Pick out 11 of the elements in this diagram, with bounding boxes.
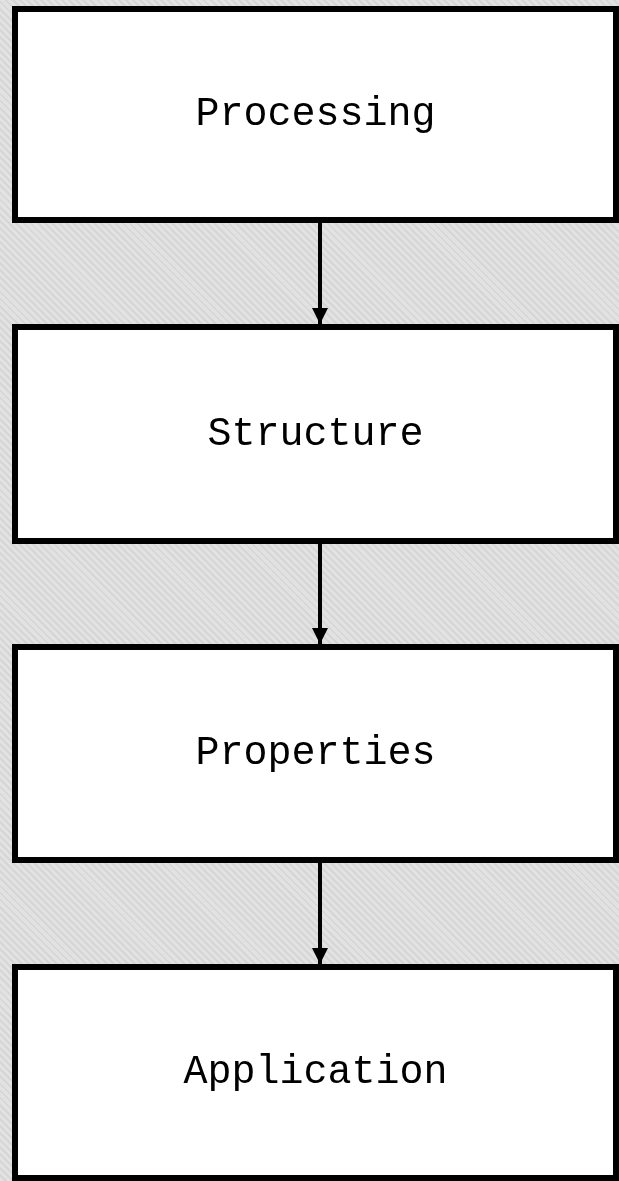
process-box: [12, 644, 619, 863]
arrow: [312, 863, 328, 964]
arrow: [312, 544, 328, 644]
box-label: Structure: [207, 411, 424, 457]
box-label: Properties: [195, 731, 436, 776]
process-box: [12, 964, 619, 1181]
box-label: Application: [183, 1050, 448, 1095]
arrow: [312, 223, 328, 324]
process-box: [12, 324, 619, 544]
box-label: Processing: [195, 92, 436, 137]
process-box: [12, 6, 619, 223]
